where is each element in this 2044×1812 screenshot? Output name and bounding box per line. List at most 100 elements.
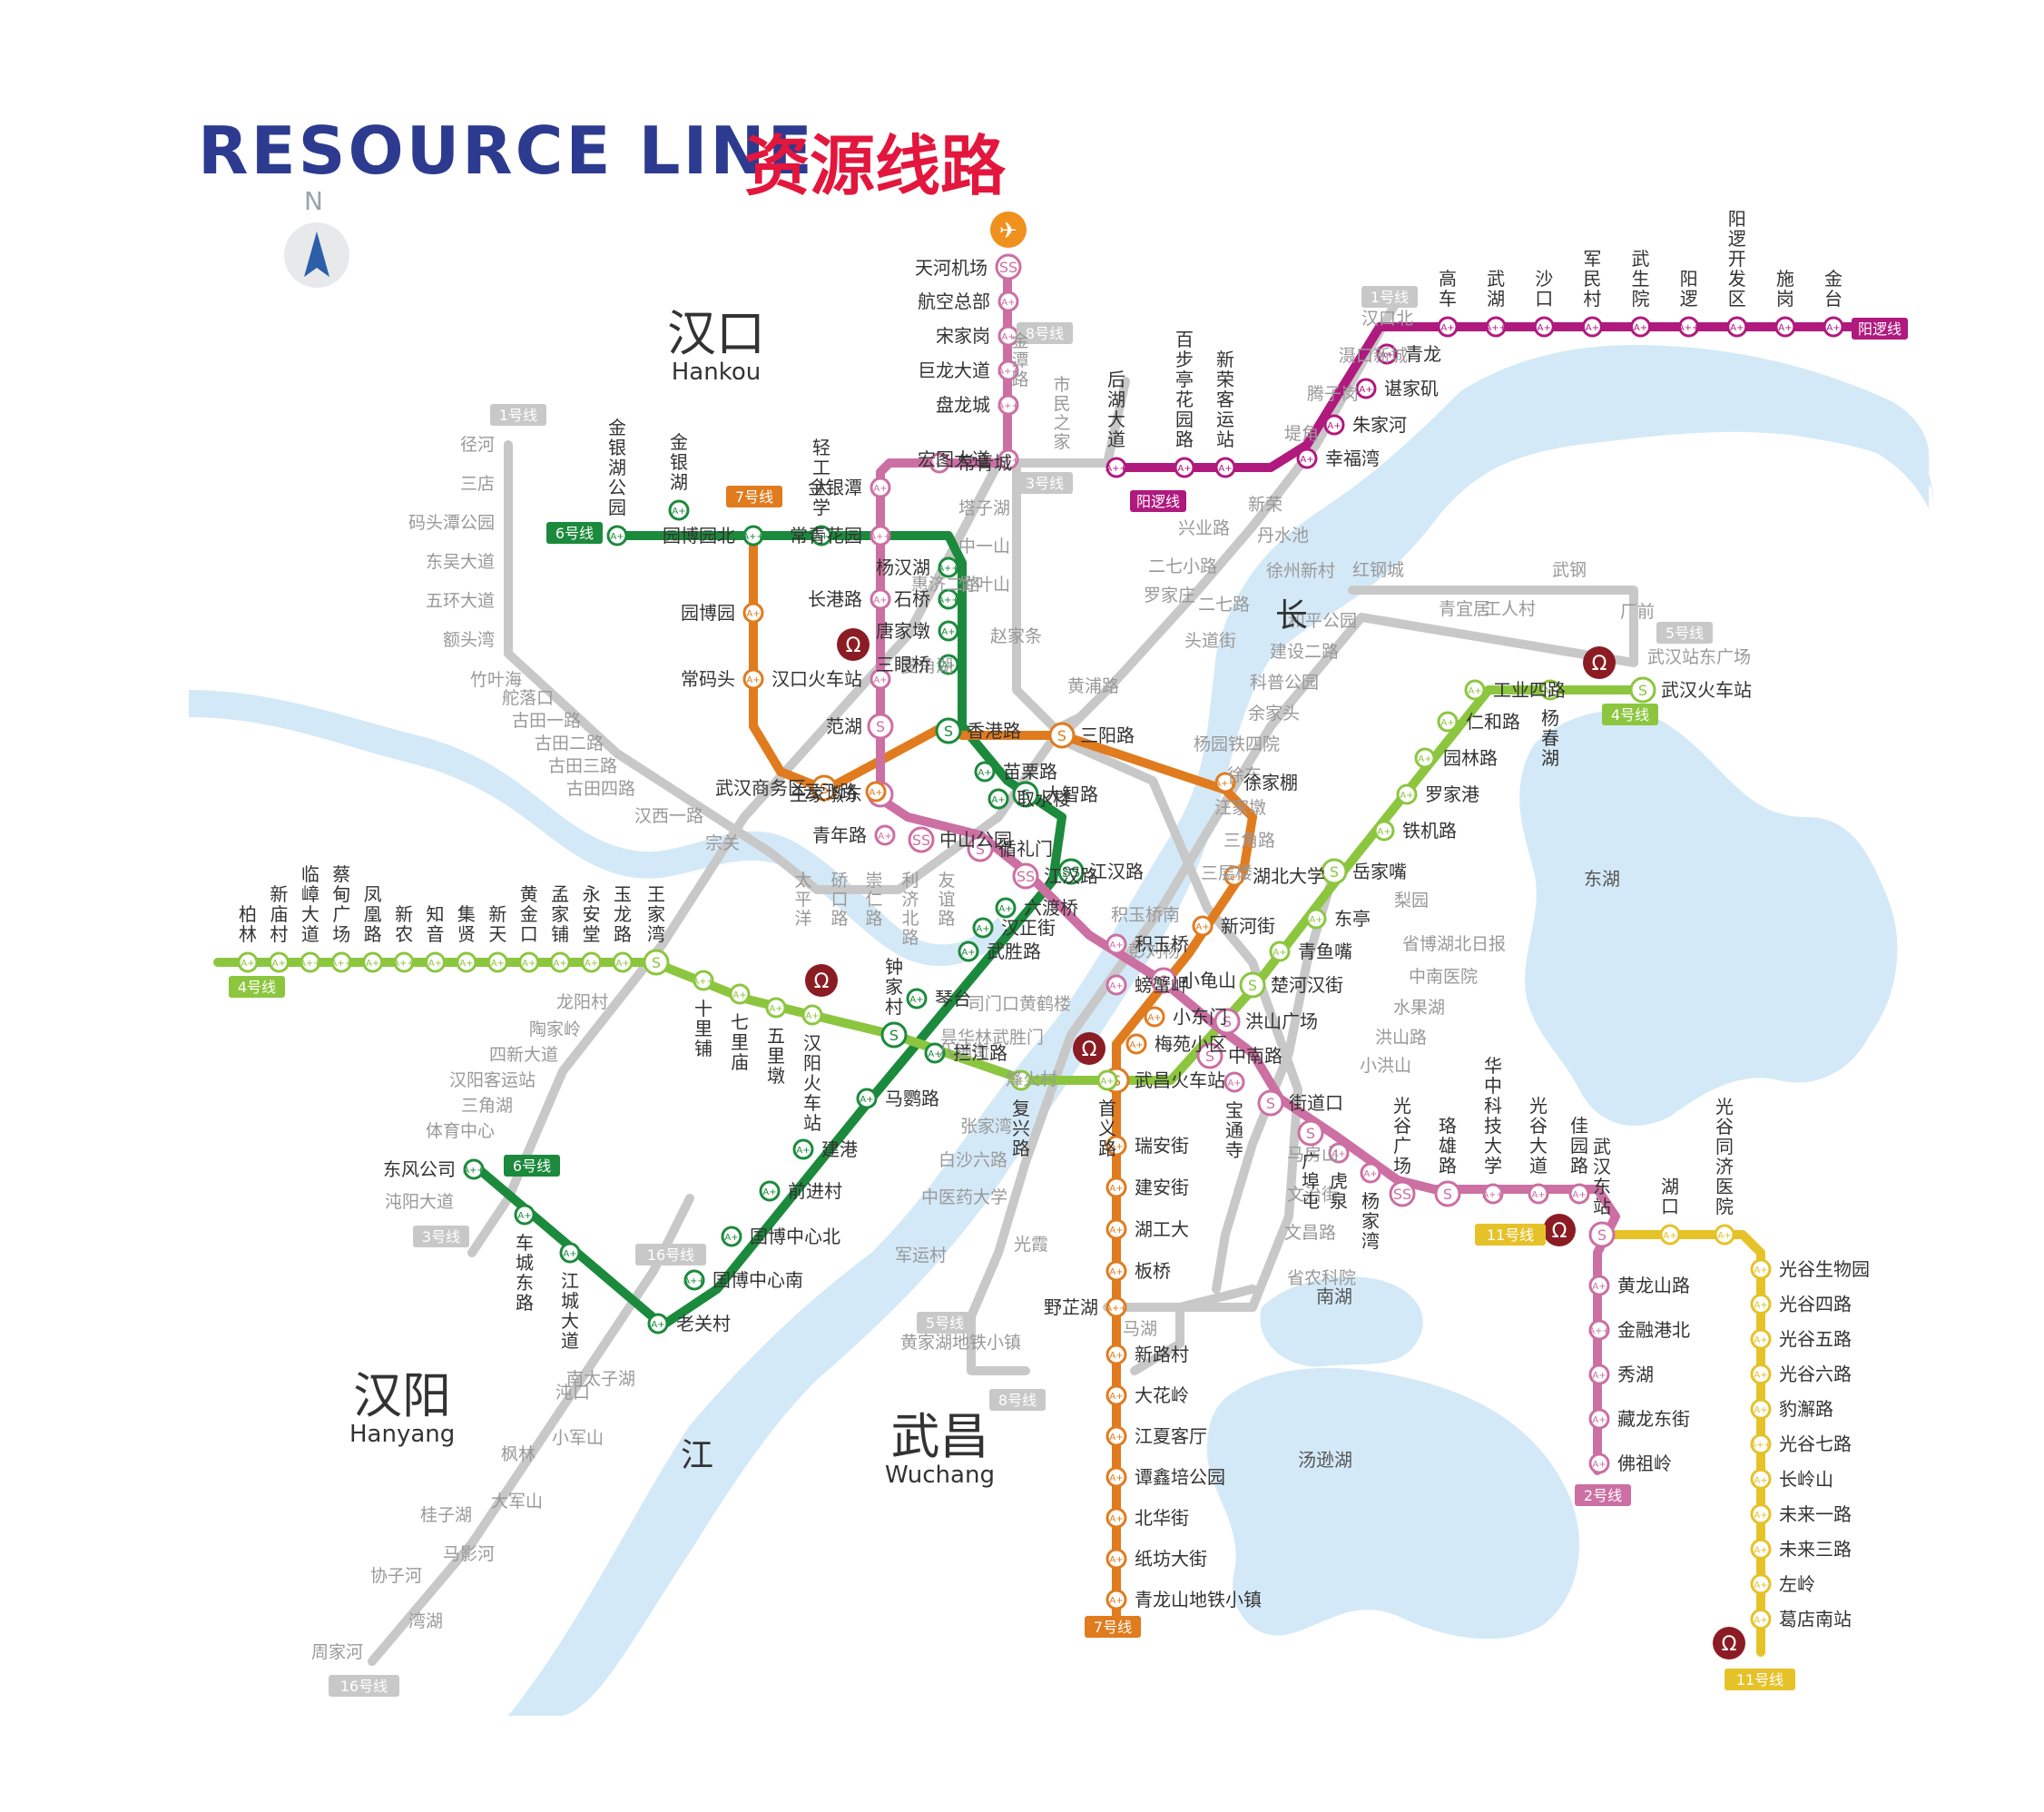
station-label-char: 凰 [364,903,382,925]
station-label: 额头湾 [443,630,495,650]
station-badge: A+ [1305,908,1327,930]
station-label: 秀湖 [1617,1364,1654,1385]
station-label: 武胜路 [987,940,1041,962]
station-label: 司门口黄鹤楼 [968,994,1071,1014]
badge-text: A++ [1106,464,1127,474]
badge-text: S [1597,1226,1607,1244]
station-label: 宗关 [705,833,740,853]
station-label-char: 大 [301,903,319,925]
badge-text: S [1638,682,1647,699]
station-badge: A+ [1581,316,1603,338]
line-tag: 8号线 [989,1389,1046,1411]
station-label: 光霞 [1014,1235,1048,1255]
station-label: 古田四路 [566,779,635,799]
station-label-char: 湾 [1361,1230,1380,1252]
station-label: 马鹦路 [885,1088,939,1109]
station-label: 黄龙山路 [1617,1275,1690,1296]
badge-text: A+ [1377,827,1391,837]
station-label: 虎泉 [1330,1170,1348,1212]
station-label-char: 园 [608,497,626,518]
badge-text: A+ [1109,1555,1123,1565]
station-badge: S [867,713,894,740]
badge-text: A+ [1592,1282,1606,1292]
station-label-char: 口 [830,890,848,910]
station-label-char: 步 [1175,349,1194,370]
station-badge: A+ [1106,1466,1127,1488]
district-name-cn: 汉口 [667,305,765,362]
badge-text: S [1021,786,1030,803]
station-label: 徐州新村 [1266,561,1335,581]
line-tag: 5号线 [1656,622,1713,644]
station-badge: A+ [1533,316,1555,338]
badge-text: A+ [1663,1231,1676,1241]
station-label-char: 里 [767,1045,785,1067]
station-label: 仁和路 [1466,711,1520,733]
station-badge: A+ [870,477,891,498]
station-label: 八铺街 [938,1041,989,1061]
station-label: 十里铺 [694,998,712,1059]
station-badge: A+ [1588,1453,1610,1474]
station-label-char: 站 [1216,428,1234,450]
station-badge: A+ [870,588,891,610]
station-label: 柏林 [239,903,257,945]
station-label-char: 民 [1583,268,1601,290]
station-badge: A+ [856,1088,878,1109]
svg-text:Ω: Ω [1552,1220,1567,1243]
station-label: 新河街 [1221,915,1275,937]
station-badge: S [1239,971,1266,999]
line-tag-text: 2号线 [1584,1487,1622,1504]
station-badge: A++ [683,1269,705,1291]
station-label-char: 湖 [608,457,626,478]
station-label-char: 新 [488,903,506,925]
station-label-char: 谷 [1715,1116,1734,1137]
station-label-char: 城 [561,1290,579,1312]
station-label-char: 泉 [1330,1190,1348,1212]
badge-text: A+ [941,661,955,671]
station-label-char: 站 [803,1112,821,1134]
line-tag-text: 7号线 [1094,1619,1132,1636]
station-badge: A++ [997,448,1019,470]
station-label: 巨龙大道 [918,359,990,381]
station-label: 金银潭 [808,477,862,498]
station-label-char: 利 [901,871,919,891]
station-badge: A+ [938,654,959,675]
station-label: 硚口路 [830,871,848,929]
station-label: 国博中心北 [750,1226,840,1247]
badge-text: A+ [610,532,624,542]
station-label: 小东门 [1173,1006,1227,1028]
badge-text: A+ [1363,1169,1377,1179]
line-tag-text: 3号线 [422,1228,460,1246]
line-tag-text: 8号线 [1026,325,1064,342]
badge-text: A+ [769,1004,782,1014]
badge-text: S [1306,1125,1315,1142]
station-label: 军运村 [895,1246,947,1265]
station-label-char: 大 [812,477,830,498]
badge-text: A+ [1440,323,1454,333]
badge-text: A+ [860,1095,873,1105]
station-label: 罗家港 [1425,783,1479,805]
station-badge: A+ [1630,316,1651,338]
station-label-char: 阳 [1728,208,1746,230]
station-badge: S [1214,1008,1241,1035]
station-label-char: 中 [1484,1075,1502,1097]
station-label: 天河机场 [915,257,988,279]
station-label-char: 音 [427,923,445,945]
station-label: 沙口 [1535,268,1553,310]
station-label-char: 平 [794,890,811,910]
station-label: 新农 [395,903,413,945]
station-label-char: 发 [1728,268,1746,290]
page-title-en: RESOURCE LINE [198,113,815,189]
station-label-char: 运 [1216,409,1234,430]
station-label-char: 堂 [583,923,601,945]
line-tag-text: 3号线 [1026,475,1064,492]
station-label: 舵落口 [502,688,554,708]
badge-text: A+ [1592,1415,1606,1425]
station-label: 南太子湖 [566,1369,635,1389]
line-tag-text: 8号线 [998,1392,1037,1409]
station-label: 堤角 [1284,424,1319,444]
